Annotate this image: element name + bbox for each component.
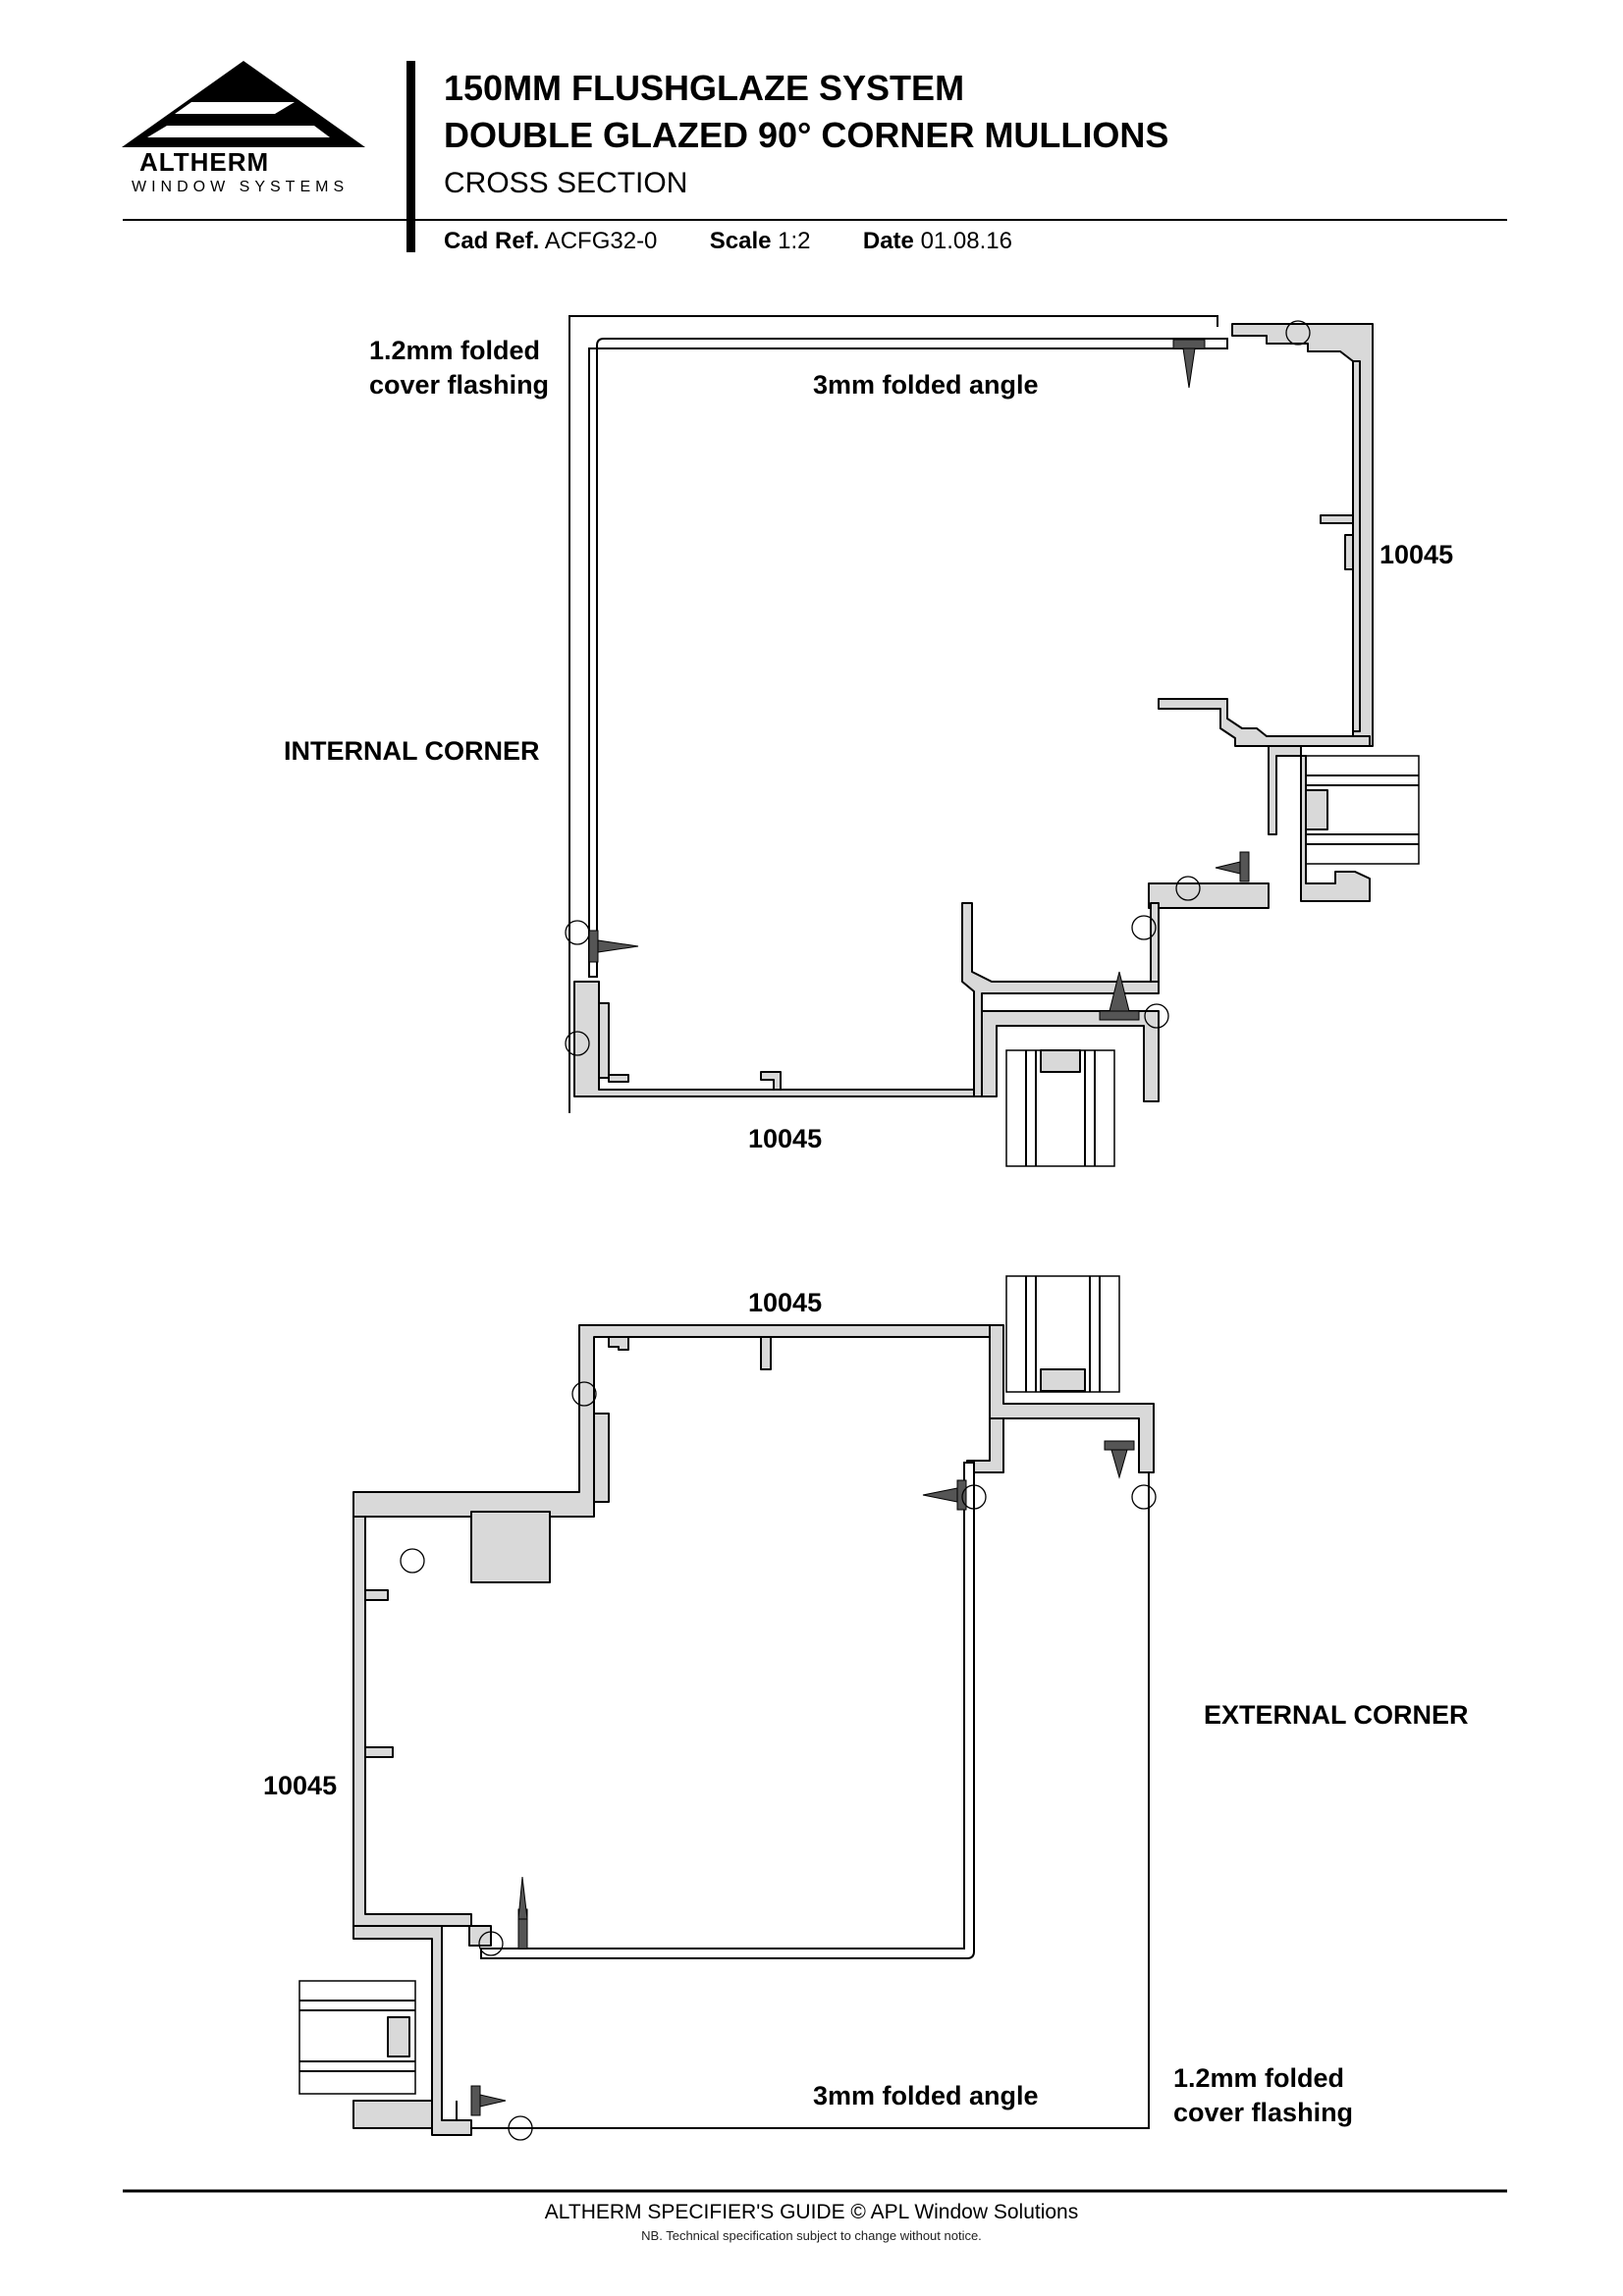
external-angle-label: 3mm folded angle xyxy=(813,2081,1039,2110)
external-cover-flashing xyxy=(456,1468,1150,2129)
page-title-line-2: DOUBLE GLAZED 90° CORNER MULLIONS xyxy=(444,115,1169,155)
internal-right-sash xyxy=(1268,745,1371,902)
external-screw-2-icon xyxy=(922,1479,967,1511)
cad-ref-label: Cad Ref. xyxy=(444,228,540,254)
internal-screw-4-icon xyxy=(1215,851,1250,882)
external-flashing-label-2: cover flashing xyxy=(1173,2098,1354,2127)
external-screw-1-icon xyxy=(517,1876,528,1949)
logo-wordmark: ALTHERM xyxy=(139,147,270,177)
footer-line-2: NB. Technical specification subject to c… xyxy=(641,2228,982,2243)
page-subtitle: CROSS SECTION xyxy=(444,167,688,199)
internal-right-profile-lug xyxy=(1158,698,1371,747)
internal-flashing-label-2: cover flashing xyxy=(369,370,550,400)
external-screw-3-icon xyxy=(1104,1440,1135,1479)
external-left-profile xyxy=(352,1516,472,1927)
internal-corner-title: INTERNAL CORNER xyxy=(284,736,540,766)
internal-screw-2-icon xyxy=(588,930,639,963)
external-folded-angle xyxy=(480,1462,975,1959)
altherm-logo-icon xyxy=(122,61,365,147)
internal-screw-3-icon xyxy=(1099,971,1140,1021)
header-vertical-bar xyxy=(406,61,415,252)
date-value: 01.08.16 xyxy=(920,228,1012,254)
internal-flashing-label-1: 1.2mm folded xyxy=(369,336,541,365)
page-title-line-1: 150MM FLUSHGLAZE SYSTEM xyxy=(444,68,965,108)
date-label: Date xyxy=(862,228,914,254)
external-screw-4-icon xyxy=(470,2085,507,2116)
scale-value: 1:2 xyxy=(778,228,811,254)
external-top-profile xyxy=(352,1324,993,1518)
cad-ref-row: Cad Ref. ACFG32-0 Scale 1:2 Date 01.08.1… xyxy=(444,228,1012,255)
external-corner-section xyxy=(298,1275,1157,2141)
scale-label: Scale xyxy=(709,228,772,254)
external-flashing-label-1: 1.2mm folded xyxy=(1173,2063,1345,2093)
cad-ref-value: ACFG32-0 xyxy=(544,228,658,254)
internal-profile-bottom-label: 10045 xyxy=(748,1124,823,1153)
external-left-sash xyxy=(352,1925,472,2136)
external-top-sash xyxy=(989,1324,1155,1473)
footer-line-1: ALTHERM SPECIFIER'S GUIDE © APL Window S… xyxy=(544,2201,1079,2223)
external-profile-top-label: 10045 xyxy=(748,1288,823,1317)
logo-tagline: WINDOW SYSTEMS xyxy=(132,179,350,195)
internal-cover-flashing xyxy=(568,315,1218,1113)
internal-profile-right-label: 10045 xyxy=(1380,540,1454,569)
internal-screw-1-icon xyxy=(1172,339,1206,389)
internal-folded-angle xyxy=(588,338,1228,978)
internal-corner-section xyxy=(565,315,1420,1167)
internal-bottom-sash xyxy=(981,1010,1160,1102)
external-corner-title: EXTERNAL CORNER xyxy=(1204,1700,1469,1730)
internal-angle-label: 3mm folded angle xyxy=(813,370,1039,400)
external-profile-left-label: 10045 xyxy=(263,1771,338,1800)
